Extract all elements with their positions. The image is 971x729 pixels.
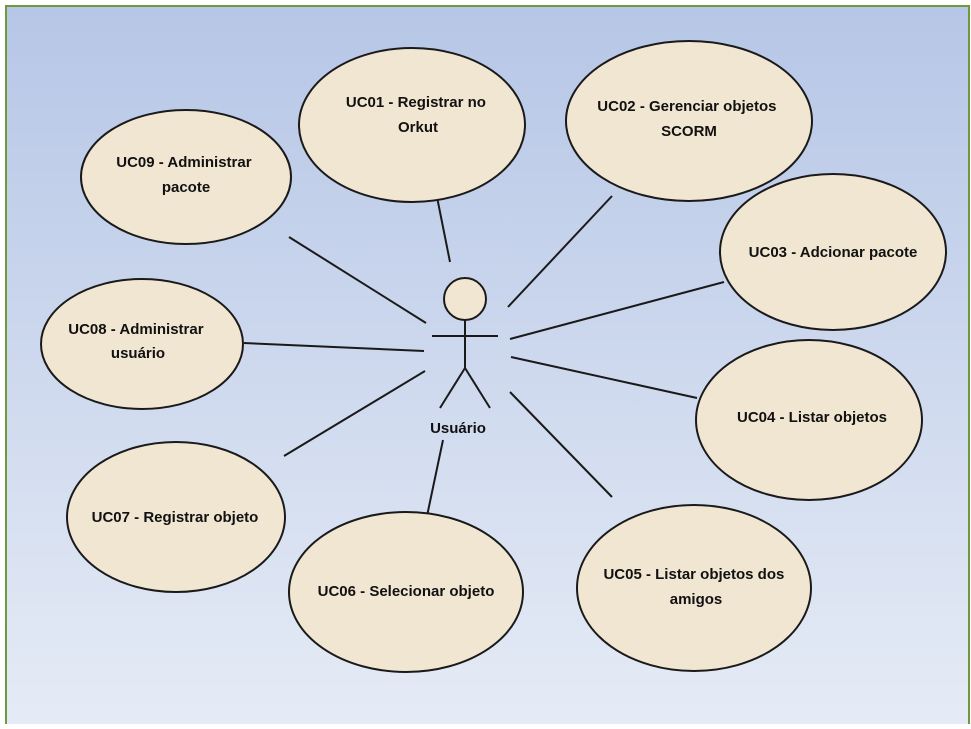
use-case-label: UC09 - Administrar pacote [116, 154, 255, 196]
use-case-label: UC05 - Listar objetos dos amigos [603, 566, 788, 608]
association-uc02 [507, 195, 613, 308]
use-case-label-line: amigos [670, 591, 723, 608]
use-case-uc06[interactable]: UC06 - Selecionar objeto [288, 511, 524, 673]
association-uc08 [243, 342, 425, 352]
actor-leg-right [464, 367, 491, 409]
use-case-label-line: UC05 - Listar objetos dos [603, 566, 784, 583]
use-case-label: UC08 - Administrar usuário [68, 321, 207, 362]
use-case-uc05[interactable]: UC05 - Listar objetos dos amigos [576, 504, 812, 672]
use-case-label: UC07 - Registrar objeto [92, 509, 259, 526]
association-uc09 [288, 236, 427, 324]
use-case-label-line: UC08 - Administrar [68, 321, 203, 338]
use-case-uc04[interactable]: UC04 - Listar objetos [695, 339, 923, 501]
association-uc06 [426, 439, 444, 517]
use-case-label-line: usuário [111, 345, 165, 362]
use-case-label-line: UC03 - Adcionar pacote [749, 244, 918, 261]
association-uc05 [509, 391, 613, 498]
association-uc01 [435, 191, 451, 263]
use-case-label: UC06 - Selecionar objeto [318, 583, 495, 600]
use-case-label-line: SCORM [661, 123, 717, 140]
use-case-uc02[interactable]: UC02 - Gerenciar objetos SCORM [565, 40, 813, 202]
use-case-label: UC03 - Adcionar pacote [749, 244, 918, 261]
actor-usuario[interactable]: Usuário [430, 277, 498, 437]
use-case-label-line: UC04 - Listar objetos [737, 409, 887, 426]
association-lines [243, 191, 725, 517]
use-case-uc07[interactable]: UC07 - Registrar objeto [66, 441, 286, 593]
association-uc07 [283, 370, 426, 457]
use-case-label-line: pacote [162, 179, 210, 196]
association-uc03 [509, 281, 725, 340]
actor-leg-left [439, 367, 466, 409]
association-uc04 [510, 356, 698, 399]
use-case-label-line: UC02 - Gerenciar objetos [597, 98, 776, 115]
use-case-uc08[interactable]: UC08 - Administrar usuário [40, 278, 244, 410]
use-case-label-line: UC06 - Selecionar objeto [318, 583, 495, 600]
use-case-label-line: UC07 - Registrar objeto [92, 509, 259, 526]
use-case-uc01[interactable]: UC01 - Registrar no Orkut [298, 47, 526, 203]
use-case-uc03[interactable]: UC03 - Adcionar pacote [719, 173, 947, 331]
use-case-label-line: Orkut [398, 119, 438, 136]
use-case-label-line: UC09 - Administrar [116, 154, 251, 171]
actor-label: Usuário [430, 420, 486, 437]
use-case-label: UC04 - Listar objetos [737, 409, 887, 426]
use-case-label: UC02 - Gerenciar objetos SCORM [597, 98, 780, 140]
use-case-label-line: UC01 - Registrar no [346, 94, 486, 111]
actor-head [443, 277, 487, 321]
use-case-label: UC01 - Registrar no Orkut [346, 94, 490, 136]
use-case-uc09[interactable]: UC09 - Administrar pacote [80, 109, 292, 245]
